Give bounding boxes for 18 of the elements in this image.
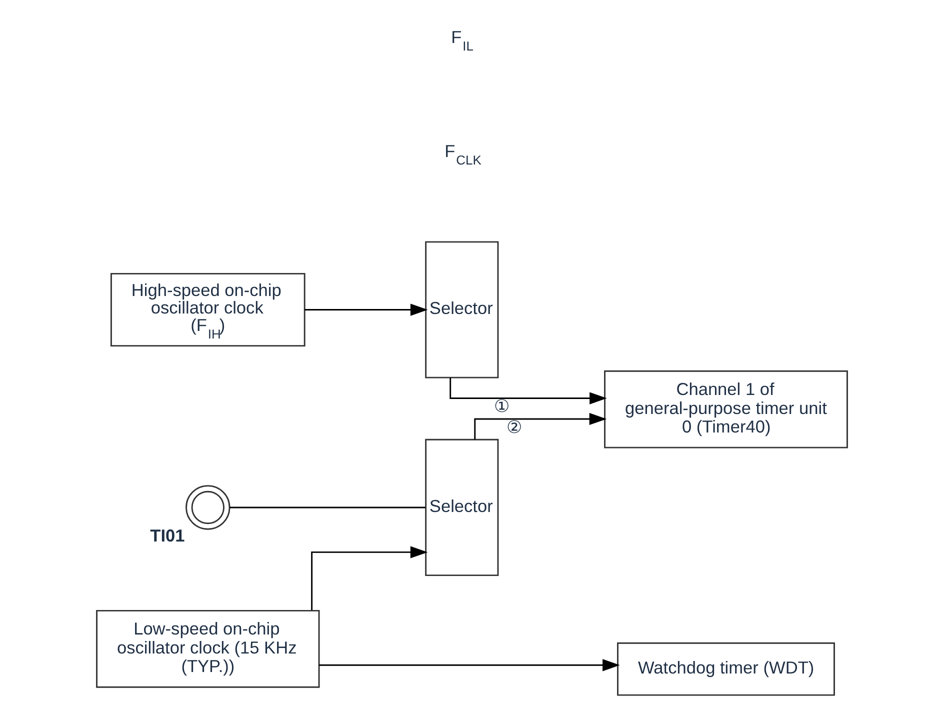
arrow bbox=[318, 659, 620, 672]
node-box: Channel 1 of general-purpose timer unit 0 (Timer40) bbox=[604, 370, 848, 448]
node-circle bbox=[185, 485, 230, 530]
node-box: Watchdog timer (WDT) bbox=[616, 642, 834, 696]
label: F$_{CLK}$ bbox=[444, 140, 481, 168]
arrow bbox=[449, 378, 606, 404]
edge-label: ① bbox=[494, 396, 509, 416]
node-box: High-speed on-chip oscillator clock (F$_{IH}$) bbox=[110, 272, 305, 347]
connector bbox=[229, 506, 425, 508]
node-box: Selector bbox=[424, 241, 498, 378]
edge-label: ② bbox=[506, 416, 521, 437]
node-label: TI01 bbox=[150, 526, 184, 546]
arrow bbox=[474, 412, 606, 440]
node-box: Selector bbox=[424, 438, 498, 576]
arrow bbox=[310, 546, 428, 610]
arrow bbox=[304, 304, 428, 316]
node-box: Low-speed on-chip oscillator clock (15 KHz (TYP.)) bbox=[96, 610, 320, 688]
label: F$_{IL}$ bbox=[450, 26, 473, 54]
